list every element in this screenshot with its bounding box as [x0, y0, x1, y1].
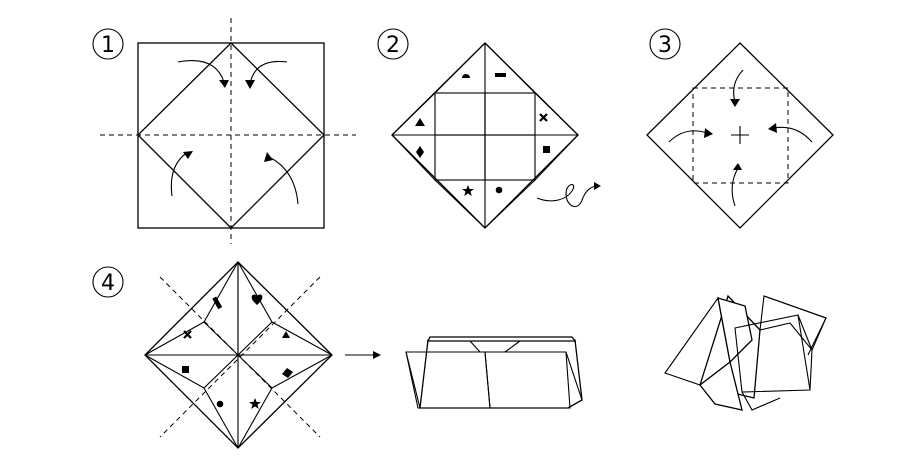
cross-icon: [539, 113, 548, 122]
square-icon: [182, 366, 189, 373]
hatch-panel: [434, 92, 486, 136]
fold-arrow-icon: [245, 60, 288, 89]
square-icon: [543, 146, 550, 153]
step-number-3: 3: [649, 28, 681, 60]
step-number-4-label: 4: [101, 271, 115, 296]
cross-icon: [183, 330, 192, 339]
zigzag-panel: [484, 351, 571, 409]
dot-icon: [216, 400, 224, 408]
flattened-model: [405, 336, 583, 409]
fold-arrow-icon: [768, 123, 813, 143]
star-icon: [249, 398, 261, 409]
step-number-1-label: 1: [101, 33, 115, 58]
step-2: 2: [377, 28, 601, 229]
center-cross-icon: [731, 126, 749, 144]
fold-arrow-icon: [730, 69, 744, 107]
step-1: 1: [92, 18, 356, 244]
diamond-outline: [646, 42, 834, 229]
step-4: 4: [92, 261, 827, 449]
step-number-4: 4: [92, 266, 124, 298]
dot-panel: [434, 134, 486, 181]
diagonal-crease: [159, 276, 321, 438]
bar-icon: [495, 73, 506, 77]
zigzag-panel: [484, 134, 536, 181]
bar-icon: [212, 296, 223, 310]
step-3: 3: [646, 28, 834, 229]
star-icon: [462, 185, 474, 196]
fold-guide-square: [692, 87, 789, 184]
zigzag-panel: [759, 295, 827, 352]
fold-arrow-icon: [731, 163, 742, 207]
fold-arrow-icon: [177, 60, 229, 88]
triangle-icon: [282, 331, 290, 338]
diamond-icon: [282, 368, 293, 378]
step-number-2: 2: [377, 28, 409, 60]
triangle-icon: [415, 118, 425, 126]
opened-model: [664, 294, 827, 411]
diagonal-crease: [159, 276, 321, 438]
step-number-1: 1: [92, 28, 124, 60]
flip-arrow-icon: [536, 182, 601, 208]
fold-arrow-icon: [170, 151, 193, 197]
step-number-2-label: 2: [386, 33, 400, 58]
fold-arrow-icon: [264, 152, 299, 205]
diamond-icon: [416, 146, 424, 158]
fine-dot-panel: [484, 92, 536, 136]
step-number-3-label: 3: [658, 33, 672, 58]
dot-icon: [495, 186, 503, 194]
heart-icon: [251, 294, 263, 305]
fold-arrow-icon: [668, 128, 713, 143]
semicircle-icon: [462, 74, 470, 78]
next-arrow-icon: [345, 351, 381, 359]
